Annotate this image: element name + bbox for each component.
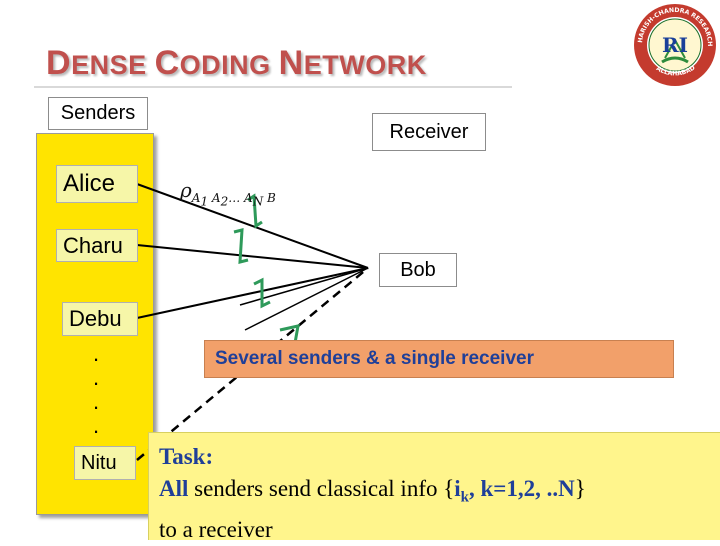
channel-mark (253, 277, 271, 309)
logo-monogram: RI (662, 33, 688, 57)
institute-logo: RI HARISH-CHANDRA RESEARCH INSTITUTE ALL… (632, 2, 716, 86)
sender-debu: Debu (62, 302, 138, 336)
task-line-1: All senders send classical info {ik, k=1… (159, 476, 586, 506)
receiver-label: Receiver (372, 113, 486, 151)
task-line-label: Task: (159, 444, 214, 469)
sender-alice: Alice (56, 165, 138, 203)
senders-note: Several senders & a single receiver (204, 340, 674, 378)
channel-line-alice (136, 183, 369, 269)
fan-line (244, 267, 369, 331)
sender-nitu: Nitu (74, 446, 136, 480)
channel-mark (247, 193, 263, 229)
receiver-bob: Bob (379, 253, 457, 287)
title-part: N (278, 44, 304, 82)
channel-line-charu (136, 244, 369, 269)
channel-mark (233, 228, 249, 264)
task-line-2: to a receiver (159, 516, 273, 542)
slide-title: DENSE CODING NETWORK (46, 44, 427, 83)
title-part: C (154, 44, 180, 82)
title-underline (34, 86, 512, 88)
title-part: ODING (179, 50, 279, 80)
task-box: Task: All senders send classical info {i… (148, 432, 720, 542)
sender-charu: Charu (56, 229, 138, 262)
state-expression: ρA1 A2… AN B (180, 178, 276, 209)
senders-label: Senders (48, 97, 148, 130)
title-part: ETWORK (303, 50, 427, 80)
title-part: ENSE (71, 50, 155, 80)
channel-line-debu (136, 267, 369, 319)
title-part: D (46, 44, 72, 82)
ellipsis-dots: .... (93, 341, 100, 438)
